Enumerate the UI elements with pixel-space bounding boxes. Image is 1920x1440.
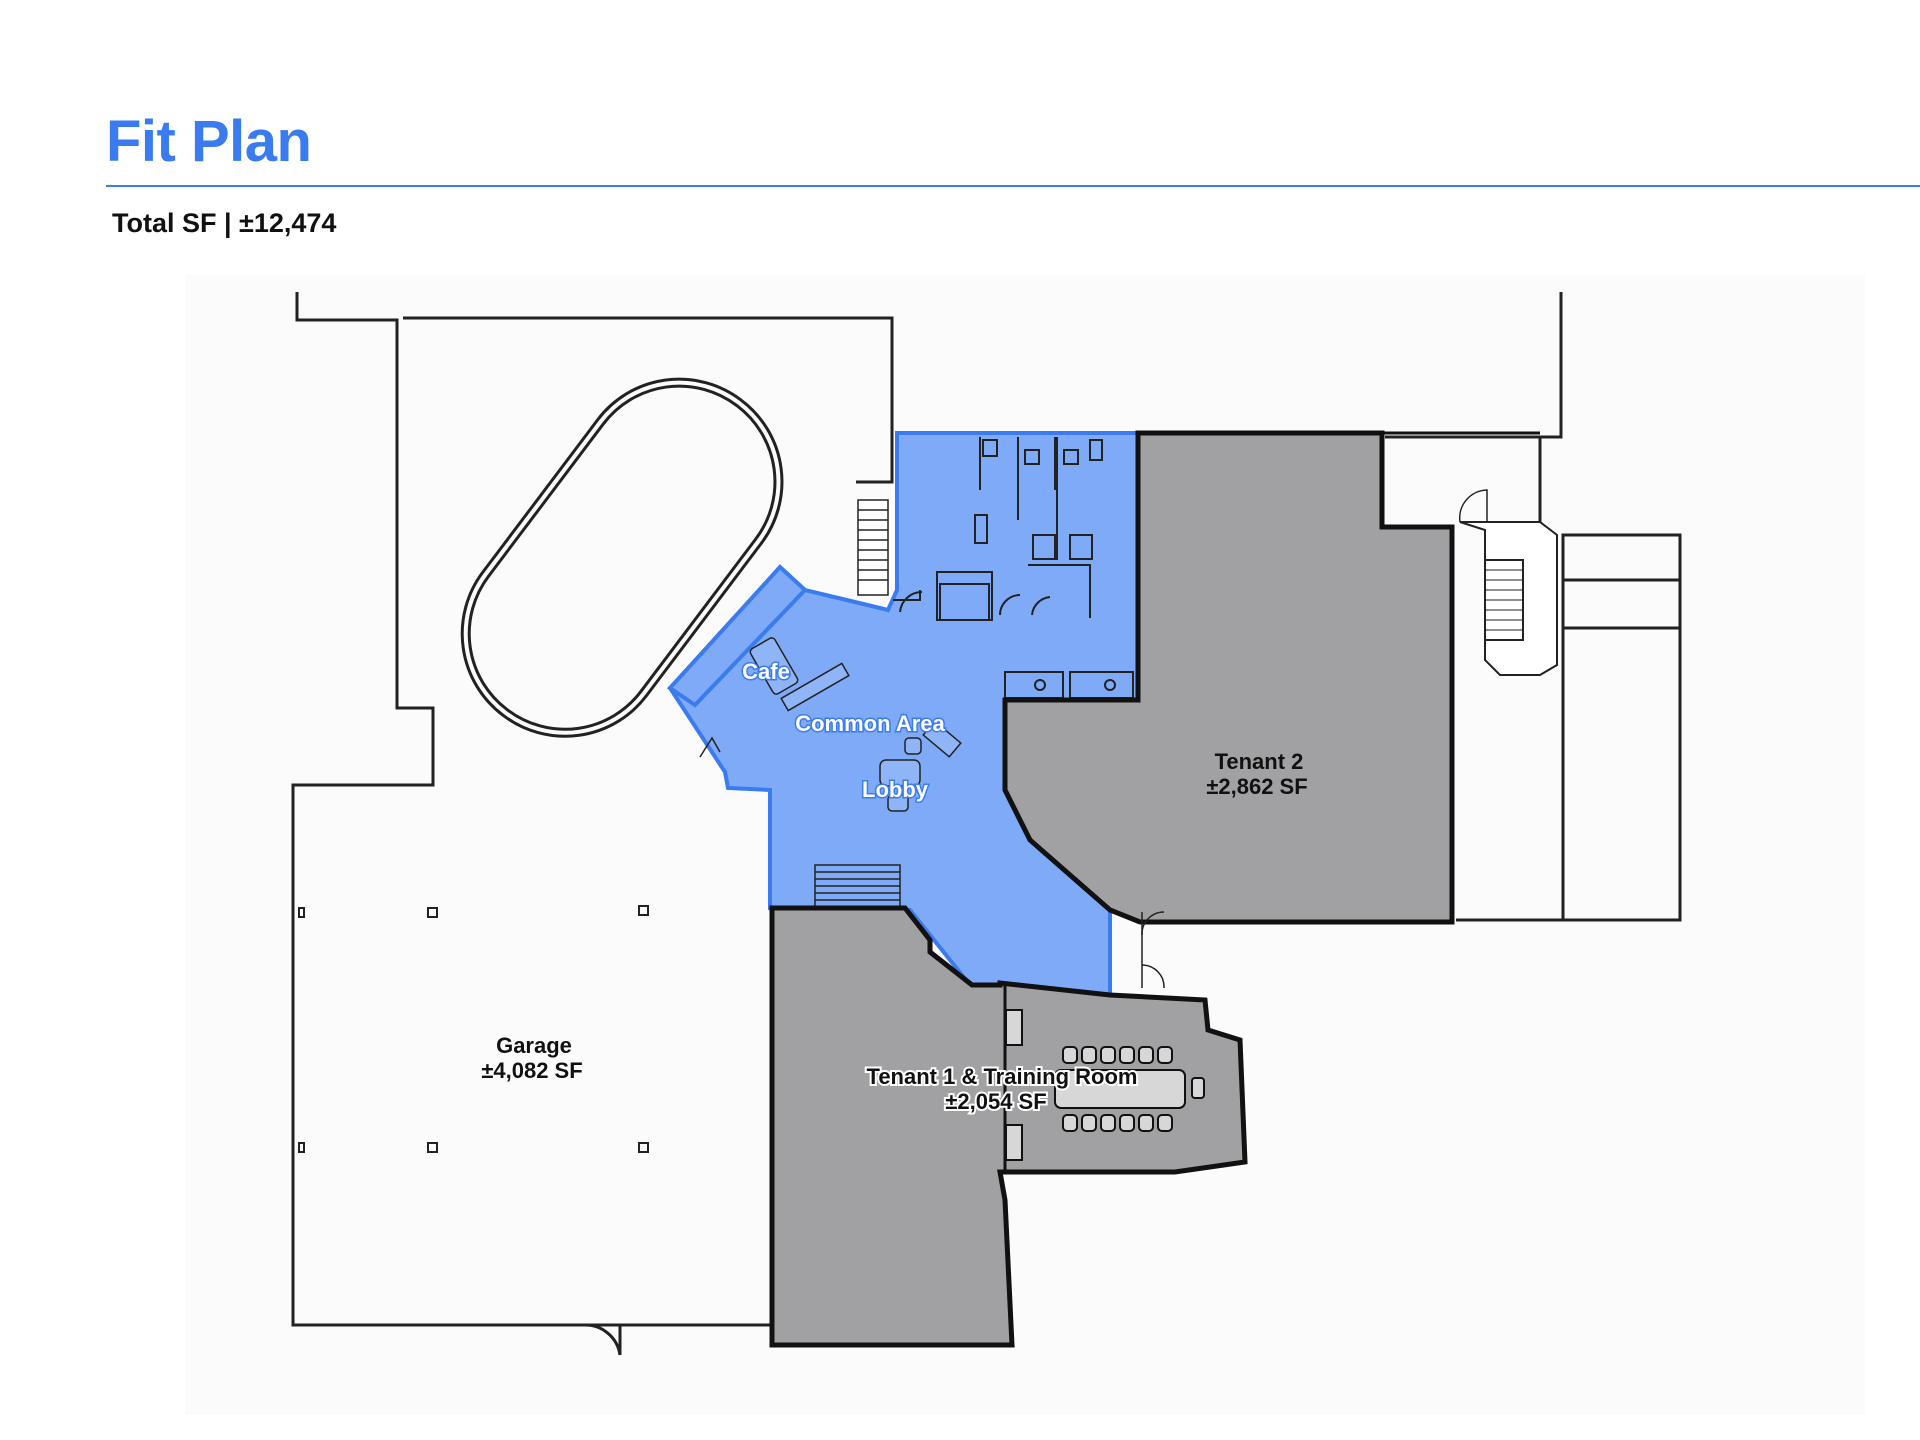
door-swings — [699, 489, 1488, 989]
stairs-north — [857, 499, 889, 596]
title-divider — [106, 185, 1920, 187]
garage-label: Garage — [496, 1033, 572, 1058]
garage-columns — [298, 905, 649, 1153]
stairs-east — [1459, 521, 1558, 676]
stairs-lobby — [814, 864, 901, 908]
lobby-furniture — [749, 637, 962, 812]
cafe-label: Cafe — [742, 659, 790, 684]
lobby-label: Lobby — [862, 777, 929, 802]
common-area-label: Common Area — [795, 711, 945, 736]
total-sf-label: Total SF | ±12,474 — [112, 208, 337, 238]
tenant-1-label: Tenant 1 & Training Room — [867, 1064, 1138, 1089]
ramp-loop — [460, 377, 784, 738]
cafe-zone — [666, 564, 808, 708]
tenant-2-label: Tenant 2 — [1215, 749, 1304, 774]
training-table — [1005, 1009, 1205, 1161]
building-outline — [291, 292, 1682, 1356]
page-title: Fit Plan — [106, 109, 312, 174]
garage-area: ±4,082 SF — [481, 1058, 582, 1083]
tenant-2-zone — [1002, 430, 1455, 925]
tenant-2-area: ±2,862 SF — [1206, 774, 1307, 799]
tenant-1-area: ±2,054 SF — [945, 1089, 1046, 1114]
